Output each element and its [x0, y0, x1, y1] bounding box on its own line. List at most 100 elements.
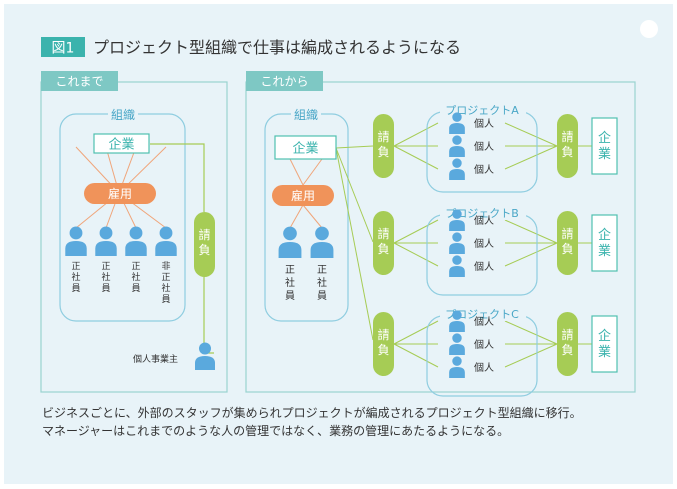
project-link: [393, 219, 439, 244]
project-member-label: 個人: [474, 315, 494, 328]
member-person-icon: [125, 226, 147, 256]
left-header: これまで: [55, 75, 103, 89]
caption-line: ビジネスごとに、外部のスタッフが集められプロジェクトが編成されるプロジェクト型組…: [42, 406, 582, 420]
project-link: [504, 343, 558, 368]
project-link: [504, 122, 558, 147]
figure-label: 図1: [52, 41, 75, 57]
project-link: [393, 242, 439, 267]
right-section-frame: [245, 81, 636, 393]
project-link: [393, 122, 439, 147]
project-contract-in: 請負: [377, 227, 389, 256]
partner-company: 企業: [598, 130, 611, 162]
corner-dot: [640, 20, 658, 38]
project-person-icon: [449, 255, 465, 277]
partner-company-box: [591, 214, 618, 272]
right-header-tab: [246, 71, 323, 91]
left-org-label: 組織: [111, 108, 135, 122]
right-contract-line: [335, 145, 374, 149]
project-contract-in: 請負: [377, 130, 389, 159]
project-title-bg: [440, 307, 526, 321]
project-member-label: 個人: [474, 117, 494, 130]
project-contract-out: 請負: [561, 130, 573, 159]
right-contract-line: [335, 147, 374, 243]
employee-label: 正社員: [285, 265, 295, 302]
projects: プロジェクトA個人個人個人請負請負企業プロジェクトB個人個人個人請負請負企業プロ…: [373, 103, 618, 397]
left-contract-char: 請: [198, 228, 210, 242]
figure-label-badge: [41, 37, 85, 57]
partner-company: 企業: [598, 227, 611, 259]
right-connector: [289, 204, 304, 229]
project-member-label: 個人: [474, 338, 494, 351]
project-link: [393, 343, 439, 368]
left-employment-pill: [84, 183, 156, 204]
project-contract-in: 請負: [377, 328, 389, 357]
right-employees: 正社員 正社員: [278, 226, 334, 302]
project-link: [393, 145, 439, 170]
project-member-label: 個人: [474, 361, 494, 374]
right-connector: [289, 158, 304, 186]
project-member-label: 個人: [474, 163, 494, 176]
member-label: 正社員: [101, 262, 110, 294]
project-title: プロジェクトC: [445, 308, 519, 321]
project-link: [504, 219, 558, 244]
right-contract-line: [335, 147, 374, 341]
project-contract-out-pill: [557, 211, 578, 275]
project-contract-out-pill: [557, 114, 578, 178]
project-link: [504, 242, 558, 267]
project-link: [504, 320, 558, 345]
project-member-label: 個人: [474, 214, 494, 227]
left-contract-pill: [194, 212, 215, 277]
right-org-label-bg: [291, 108, 321, 121]
freelancer-person-icon: [195, 342, 215, 370]
project-person-icon: [449, 158, 465, 180]
member-person-icon: [155, 226, 177, 256]
project-link: [504, 145, 558, 170]
freelancer-label: 個人事業主: [133, 353, 178, 365]
figure-title: プロジェクト型組織で仕事は編成されるようになる: [93, 38, 461, 57]
left-org-label-bg: [108, 108, 138, 121]
right-header: これから: [260, 75, 308, 89]
left-employment: 雇用: [108, 186, 132, 201]
project-title: プロジェクトA: [445, 104, 519, 117]
left-members: 正社員 正社員 正社員 非正社員: [65, 226, 177, 305]
member-person-icon: [95, 226, 117, 256]
project-person-icon: [449, 135, 465, 157]
project-title: プロジェクトB: [445, 207, 519, 220]
project-link: [393, 320, 439, 345]
employee-person-icon: [310, 226, 334, 258]
member-label: 正社員: [71, 262, 80, 294]
left-contract-char: 負: [198, 243, 210, 257]
left-company-box: [93, 133, 150, 154]
left-contract: 請負: [198, 228, 210, 257]
right-employment-pill: [272, 185, 334, 206]
member-label: 非正社員: [161, 260, 170, 305]
partner-company-box: [591, 117, 618, 175]
employee-label: 正社員: [317, 265, 327, 302]
partner-company: 企業: [598, 328, 611, 360]
project-contract-in-pill: [373, 114, 394, 178]
right-connector: [302, 158, 323, 186]
project-person-icon: [449, 356, 465, 378]
employee-person-icon: [278, 226, 302, 258]
caption-line: マネージャーはこれまでのような人の管理ではなく、業務の管理にあたるようになる。: [42, 424, 510, 438]
right-company-box: [274, 135, 337, 160]
project-person-icon: [449, 333, 465, 355]
project-contract-out-pill: [557, 312, 578, 376]
project-contract-out: 請負: [561, 328, 573, 357]
member-label: 正社員: [131, 262, 140, 294]
project-contract-in-pill: [373, 211, 394, 275]
left-contract-line: [150, 143, 205, 212]
project-title-bg: [440, 103, 526, 117]
project-title-bg: [440, 206, 526, 220]
left-section-frame: [40, 81, 228, 393]
left-header-tab: [41, 71, 118, 91]
left-contract-line: [203, 277, 214, 354]
project-member-label: 個人: [474, 140, 494, 153]
member-person-icon: [65, 226, 87, 256]
partner-company-box: [591, 315, 618, 373]
caption: ビジネスごとに、外部のスタッフが集められプロジェクトが編成されるプロジェクト型組…: [42, 404, 582, 440]
project-member-label: 個人: [474, 260, 494, 273]
